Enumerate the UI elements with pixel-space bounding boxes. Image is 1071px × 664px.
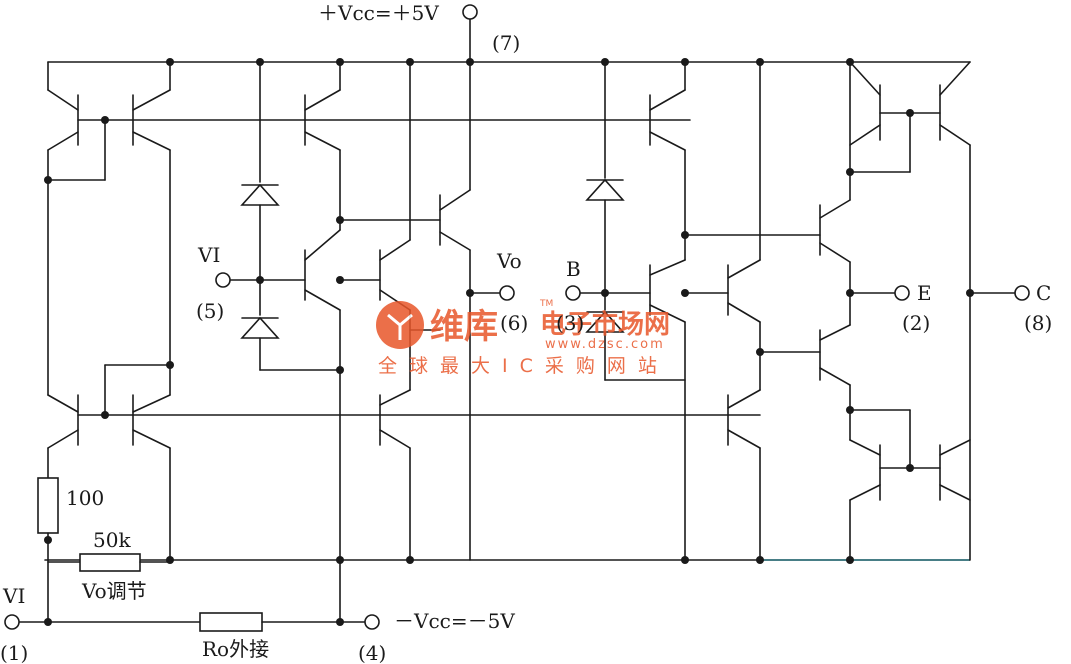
- label-vo-adjust: Vo调节: [81, 579, 147, 603]
- label-vi-5: VI: [197, 243, 220, 267]
- label-pin-4: (4): [358, 641, 386, 664]
- label-pin-2: (2): [902, 311, 930, 335]
- pin-e-terminal: [894, 285, 910, 301]
- label-vcc-negative: －Vcc=－5V: [394, 609, 515, 633]
- label-vi-1: VI: [2, 584, 25, 608]
- pin-b-terminal: [565, 285, 581, 301]
- label-vcc-positive: ＋Vcc=＋5V: [318, 1, 439, 25]
- pin-vcc-terminal: [462, 4, 478, 20]
- right-top-pnp-mirror: [849, 61, 1016, 561]
- pin-c-terminal: [1014, 285, 1030, 301]
- label-pin-5: (5): [196, 299, 224, 323]
- label-e: E: [917, 281, 932, 305]
- label-b: B: [566, 257, 581, 281]
- watermark-tm: TM: [539, 299, 553, 309]
- label-pin-1: (1): [0, 641, 28, 664]
- pin-vi-5-terminal: [215, 272, 231, 288]
- pin-vi-1-terminal: [4, 614, 20, 630]
- output-vo-stage: [409, 61, 501, 561]
- label-r50k: 50k: [93, 528, 131, 552]
- left-bottom-npn-mirror: [47, 364, 761, 561]
- right-bottom-npn-mirror: [849, 409, 971, 561]
- label-vo: Vo: [496, 249, 522, 273]
- label-r100: 100: [66, 486, 104, 510]
- watermark-slogan: 全球最大IC采购网站: [378, 355, 669, 377]
- pin-vcc-neg-terminal: [364, 614, 380, 630]
- watermark: 维库 电子市场网 TM www.dzsc.com 全球最大IC采购网站: [376, 299, 670, 377]
- input-stage-right: [579, 61, 821, 561]
- comparator-stage: [684, 61, 896, 561]
- vcc-rail: [47, 17, 971, 63]
- resistor-ro-external: [17, 559, 366, 632]
- left-top-pnp-mirror: [47, 61, 691, 396]
- resistor-100: [37, 477, 59, 623]
- junction-dots: [44, 58, 974, 626]
- watermark-brand: 维库: [430, 307, 498, 347]
- input-stage-left: [229, 61, 441, 561]
- label-c: C: [1036, 281, 1051, 305]
- label-pin-7: (7): [492, 31, 520, 55]
- watermark-tagline: 电子市场网: [540, 309, 670, 340]
- label-pin-8: (8): [1024, 311, 1052, 335]
- watermark-url: www.dzsc.com: [545, 337, 665, 352]
- pin-vo-terminal: [499, 285, 515, 301]
- label-ro-external: Ro外接: [202, 637, 269, 661]
- label-pin-6: (6): [500, 311, 528, 335]
- resistor-50k: [47, 553, 171, 572]
- label-pin-3: (3): [556, 311, 584, 335]
